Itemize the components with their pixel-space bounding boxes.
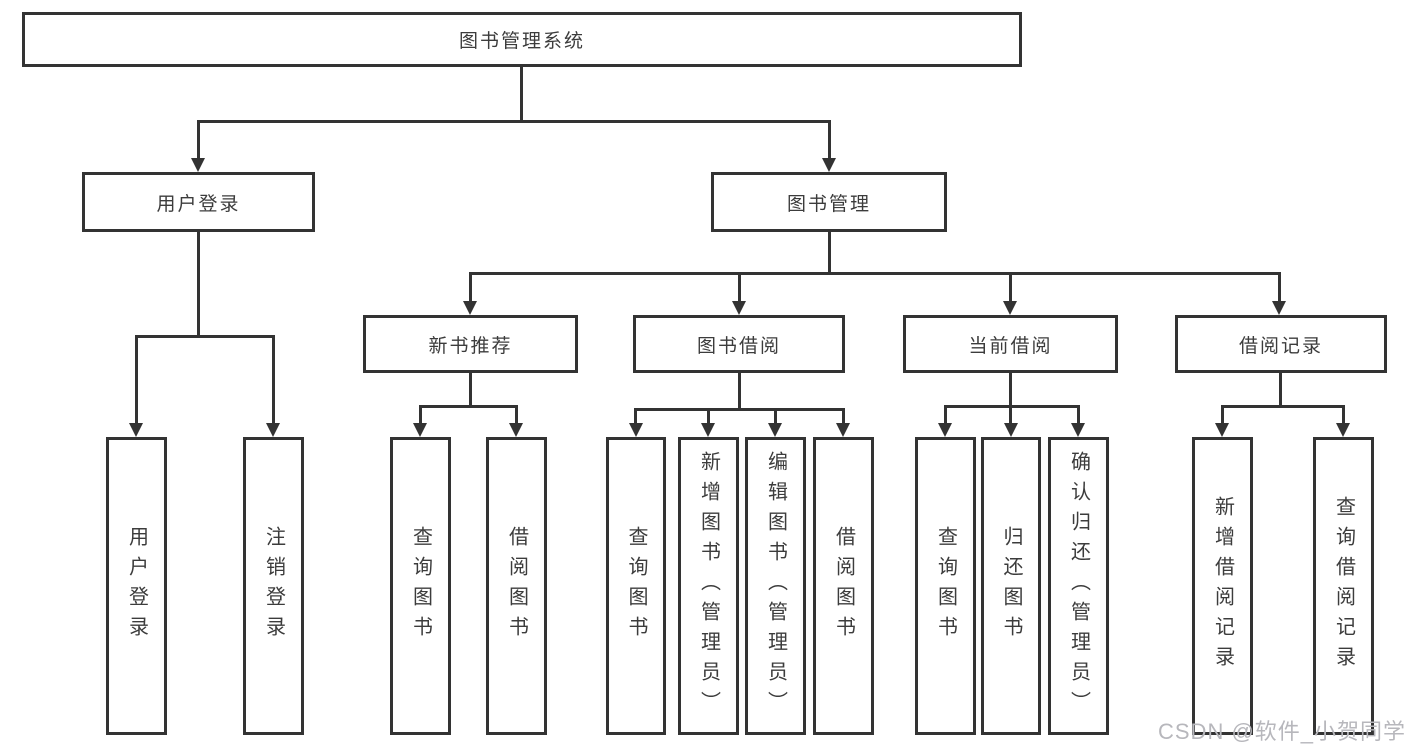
leaf-current-confirm-return: 确认归还（管理员）	[1048, 437, 1109, 735]
arrowhead-icon	[266, 423, 280, 437]
leaf-current-return-books: 归还图书	[981, 437, 1041, 735]
leaf-borrowing-edit-books: 编辑图书（管理员）	[745, 437, 806, 735]
node-label: 查询图书	[934, 526, 957, 646]
connector-line	[634, 408, 844, 411]
node-new-book-recommend: 新书推荐	[363, 315, 578, 373]
connector-line	[197, 120, 200, 160]
node-label: 借阅记录	[1238, 335, 1323, 357]
arrowhead-icon	[822, 158, 836, 172]
node-borrowing-records: 借阅记录	[1175, 315, 1387, 373]
node-label: 用户登录	[125, 526, 148, 646]
node-label: 新增图书（管理员）	[697, 451, 720, 721]
connector-line	[515, 405, 518, 423]
arrowhead-icon	[1272, 301, 1286, 315]
connector-line	[1221, 405, 1345, 408]
arrowhead-icon	[191, 158, 205, 172]
connector-line	[1009, 373, 1012, 405]
csdn-watermark: CSDN @软件_小贺同学	[1158, 719, 1405, 744]
node-label: 图书管理系统	[458, 31, 585, 52]
leaf-records-add-record: 新增借阅记录	[1192, 437, 1253, 735]
node-label: 借阅图书	[832, 526, 855, 646]
connector-line	[707, 408, 710, 423]
connector-line	[1278, 272, 1281, 301]
node-label: 归还图书	[1000, 526, 1022, 646]
leaf-borrowing-borrow-books: 借阅图书	[813, 437, 874, 735]
arrowhead-icon	[1071, 423, 1085, 437]
arrowhead-icon	[1336, 423, 1350, 437]
connector-line	[738, 373, 741, 408]
connector-line	[135, 335, 138, 423]
arrowhead-icon	[1004, 423, 1018, 437]
leaf-current-query-books: 查询图书	[915, 437, 976, 735]
connector-line	[419, 405, 518, 408]
connector-line	[1077, 405, 1080, 423]
leaf-borrowing-add-books: 新增图书（管理员）	[678, 437, 739, 735]
connector-line	[738, 272, 741, 301]
arrowhead-icon	[629, 423, 643, 437]
node-current-borrowing: 当前借阅	[903, 315, 1118, 373]
arrowhead-icon	[701, 423, 715, 437]
node-label: 借阅图书	[505, 526, 528, 646]
node-label: 图书借阅	[696, 335, 781, 357]
arrowhead-icon	[938, 423, 952, 437]
connector-line	[944, 405, 947, 423]
leaf-borrowing-query-books: 查询图书	[606, 437, 666, 735]
connector-line	[197, 232, 200, 335]
node-label: 查询图书	[409, 526, 432, 646]
connector-line	[828, 120, 831, 160]
connector-line	[634, 408, 637, 423]
connector-line	[842, 408, 845, 423]
node-book-management: 图书管理	[711, 172, 947, 232]
arrowhead-icon	[413, 423, 427, 437]
connector-line	[774, 408, 777, 423]
arrowhead-icon	[129, 423, 143, 437]
connector-line	[272, 335, 275, 423]
arrowhead-icon	[463, 301, 477, 315]
node-label: 当前借阅	[968, 335, 1053, 357]
connector-line	[469, 272, 1280, 275]
node-label: 查询借阅记录	[1332, 496, 1355, 676]
connector-line	[944, 405, 1080, 408]
connector-line	[1009, 272, 1012, 301]
leaf-recommend-borrow-books: 借阅图书	[486, 437, 547, 735]
arrowhead-icon	[509, 423, 523, 437]
node-user-login: 用户登录	[82, 172, 315, 232]
connector-line	[469, 373, 472, 405]
node-label: 用户登录	[156, 193, 241, 215]
arrowhead-icon	[732, 301, 746, 315]
arrowhead-icon	[1003, 301, 1017, 315]
connector-line	[1221, 405, 1224, 423]
node-label: 查询图书	[625, 526, 647, 646]
arrowhead-icon	[1215, 423, 1229, 437]
connector-line	[197, 120, 831, 123]
node-label: 新增借阅记录	[1211, 496, 1234, 676]
node-root: 图书管理系统	[22, 12, 1022, 67]
connector-line	[135, 335, 275, 338]
node-label: 注销登录	[262, 526, 285, 646]
leaf-recommend-query-books: 查询图书	[390, 437, 451, 735]
connector-line	[520, 67, 523, 120]
node-label: 确认归还（管理员）	[1067, 451, 1090, 721]
connector-line	[1279, 373, 1282, 405]
leaf-records-query-record: 查询借阅记录	[1313, 437, 1374, 735]
node-label: 编辑图书（管理员）	[764, 451, 787, 721]
connector-line	[828, 232, 831, 272]
leaf-logout: 注销登录	[243, 437, 304, 735]
arrowhead-icon	[836, 423, 850, 437]
connector-line	[419, 405, 422, 423]
leaf-user-login: 用户登录	[106, 437, 167, 735]
connector-line	[469, 272, 472, 301]
connector-line	[1009, 405, 1012, 423]
node-book-borrowing: 图书借阅	[633, 315, 845, 373]
arrowhead-icon	[768, 423, 782, 437]
node-label: 新书推荐	[428, 335, 513, 357]
connector-line	[1342, 405, 1345, 423]
node-label: 图书管理	[786, 193, 871, 215]
